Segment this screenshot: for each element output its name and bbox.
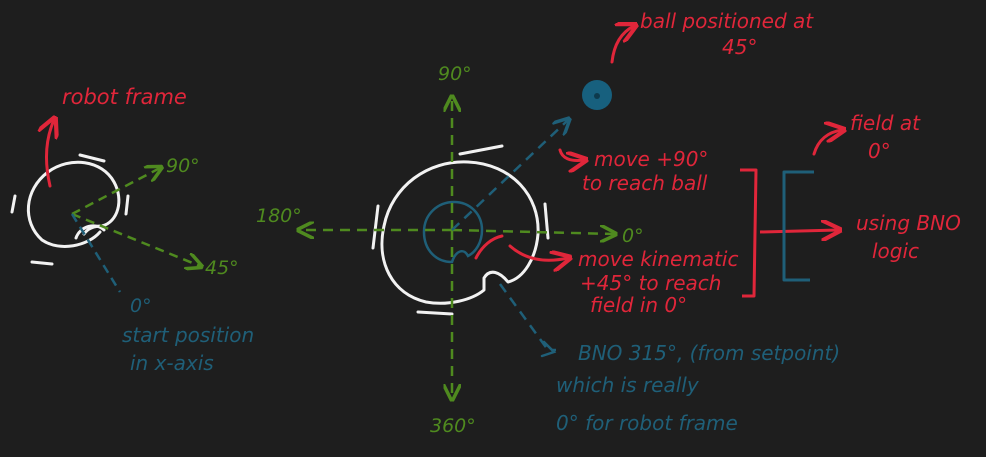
blue-bracket <box>782 170 814 282</box>
bno-direction-line <box>498 283 556 352</box>
center-robot-diagram <box>300 26 842 398</box>
center-wheel-mark-right <box>543 202 550 240</box>
left-angle-90-line <box>71 168 160 216</box>
kinematic-label: move kinematic <box>578 247 738 271</box>
field-label: field at <box>850 111 921 135</box>
kinematic-arrow <box>508 244 568 260</box>
left-robot-notch <box>74 224 106 240</box>
axis-0-label: 0° <box>622 225 644 247</box>
ball-direction-line <box>451 120 568 231</box>
axis-90-label: 90° <box>438 63 472 85</box>
field-label-arrow <box>812 130 842 156</box>
axis-0-line <box>451 230 614 234</box>
bracket-to-bno-arrow <box>759 230 838 232</box>
ball-label: ball positioned at <box>640 9 814 33</box>
ball-label-arrow <box>610 26 634 64</box>
bno-arrow-head <box>540 340 557 358</box>
center-wheel-mark-top <box>458 144 504 156</box>
bno-label-line2: which is really <box>556 373 700 397</box>
robot-frame-arrow <box>47 120 54 188</box>
axis-360-label: 360° <box>430 415 476 437</box>
left-robot-diagram <box>10 120 200 293</box>
axis-180-label: 180° <box>256 205 302 227</box>
move90-arrow <box>558 148 584 161</box>
left-angle-45-line <box>71 212 200 266</box>
left-wheel-mark-left <box>10 194 17 214</box>
left-wheel-mark-bottom <box>30 260 54 266</box>
center-wheel-mark-left <box>371 204 380 250</box>
center-robot-body <box>380 160 540 305</box>
inner-robot-outline <box>422 200 484 264</box>
left-wheel-mark-right <box>124 194 130 216</box>
bno-label: BNO 315°, (from setpoint) <box>578 341 840 365</box>
kinematic-label-line2: +45° to reach <box>580 271 721 295</box>
bno-logic-label-line2: logic <box>872 239 919 263</box>
left-wheel-mark-top <box>78 153 106 163</box>
center-wheel-mark-bottom <box>416 310 454 316</box>
start-position-label-line2: in x-axis <box>130 351 214 375</box>
field-label-angle: 0° <box>868 139 891 163</box>
move90-label-line2: to reach ball <box>582 171 708 195</box>
left-angle-90-label: 90° <box>166 155 200 177</box>
robot-frame-label: robot frame <box>62 85 187 109</box>
bno-label-line3: 0° for robot frame <box>556 411 738 435</box>
move90-label: move +90° <box>594 147 708 171</box>
left-angle-45-label: 45° <box>205 257 239 279</box>
red-bracket <box>740 168 758 298</box>
left-angle-0-line <box>70 213 122 293</box>
ball-highlight <box>594 93 600 99</box>
kinematic-rotation-arc <box>474 234 504 260</box>
ball-label-angle: 45° <box>722 35 757 59</box>
kinematic-label-line3: field in 0° <box>590 293 687 317</box>
left-angle-0-label: 0° <box>130 295 152 317</box>
bno-logic-label: using BNO <box>856 211 961 235</box>
left-robot-body <box>27 160 121 248</box>
start-position-label: start position <box>122 323 254 347</box>
